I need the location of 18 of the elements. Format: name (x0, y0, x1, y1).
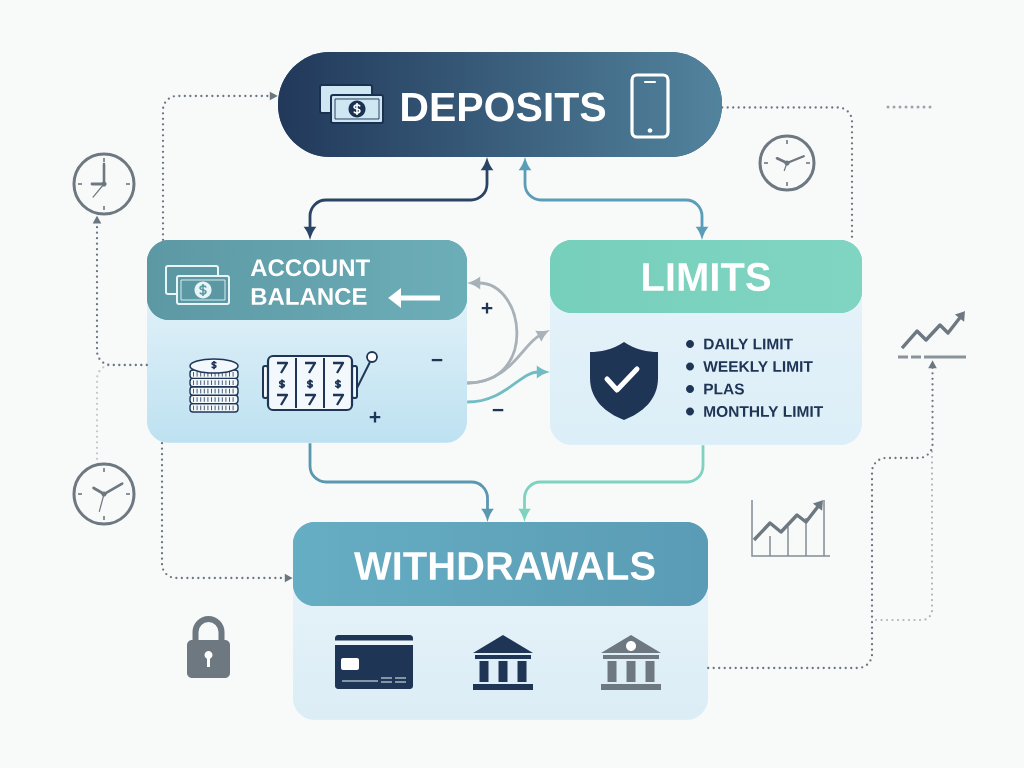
sign-label: − (431, 358, 443, 362)
clock-icon (72, 462, 136, 526)
list-item: PLAS (704, 383, 744, 395)
list-item: MONTHLY LIMIT (704, 406, 824, 417)
list-item: DAILY LIMIT (704, 338, 793, 350)
sign-label: − (492, 408, 504, 412)
card-header: LIMITS (550, 240, 862, 313)
card-header: WITHDRAWALS (293, 522, 708, 606)
sign-label: + (481, 302, 493, 314)
arrow (467, 277, 519, 385)
clock-icon (72, 152, 136, 216)
list-item: WEEKLY LIMIT (703, 361, 813, 372)
sign-label: + (369, 411, 381, 423)
double-arrow (519, 160, 708, 237)
dotted-line (721, 106, 854, 241)
arrow (467, 366, 547, 404)
chart-icon (896, 311, 968, 359)
double-arrow (304, 160, 493, 237)
